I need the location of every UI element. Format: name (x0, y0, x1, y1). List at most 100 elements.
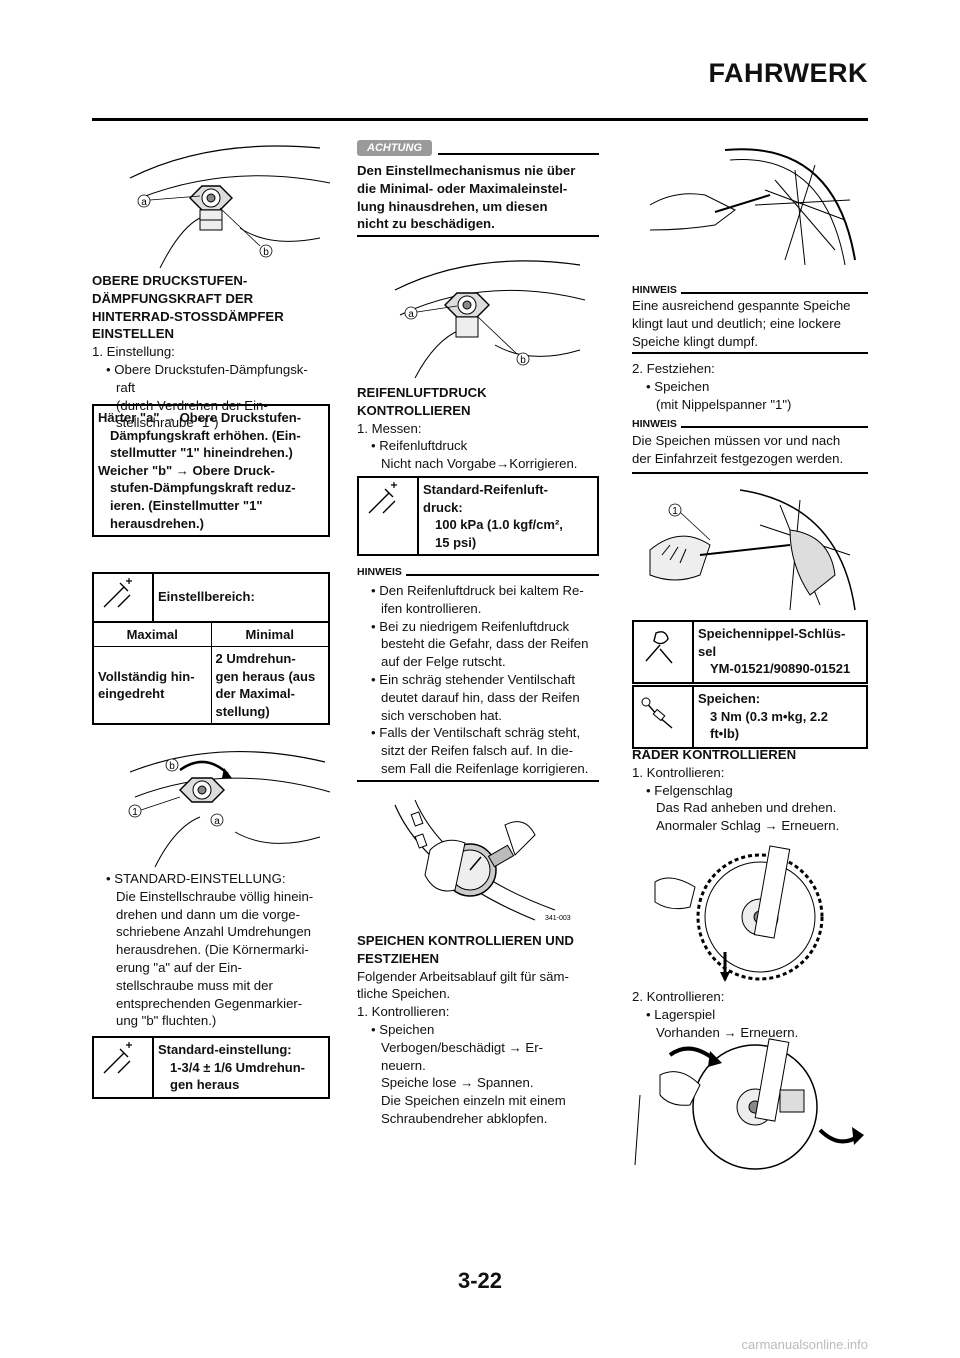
bullet-item: Ein schräg stehender Ventilschaftdeutet … (357, 671, 599, 724)
achtung-badge: ACHTUNG (357, 140, 432, 156)
box-line: herausdrehen.) (110, 515, 204, 531)
spec-icon-cell (359, 478, 419, 554)
spoke-tap-figure (649, 148, 856, 266)
box-line: Weicher "b" → Obere Druck- (98, 462, 275, 478)
bullet-subtext: Vorhanden → Erneuern. (656, 1024, 799, 1040)
header-rule (92, 118, 868, 121)
hinweis-rule (357, 780, 599, 782)
bullet-subtext: Nicht nach Vorgabe→Korrigieren. (381, 456, 578, 472)
rim-runout-figure (654, 845, 824, 982)
spec-icon-cell (94, 1038, 154, 1097)
adjust-range-box: Einstellbereich: Maximal Minimal Vollstä… (92, 572, 330, 725)
hinweis-label: HINWEIS (632, 284, 677, 296)
hinweis-header-2: HINWEIS (632, 418, 868, 430)
step-1: 1. Messen: (357, 420, 422, 436)
box-line: Dämpfungskraft erhöhen. (Ein- (110, 427, 301, 443)
standard-setting-box: Standard-einstellung: 1-3/4 ± 1/6 Umdreh… (92, 1036, 330, 1099)
bullet-item: Reifenluftdruck (357, 437, 599, 455)
spoke-wrench-figure: 1 (649, 489, 856, 611)
label-1: 1 (672, 506, 678, 517)
spec-content: Speichennippel-Schlüs-sel YM-01521/90890… (698, 626, 851, 676)
wrench-icon (103, 1042, 132, 1074)
bullet-item: Speichen (357, 1021, 599, 1039)
col1-standard-setting: STANDARD-EINSTELLUNG: Die Einstellschrau… (92, 870, 330, 1030)
label-b: b (263, 247, 269, 258)
shock-adjuster-figure-3: a b (394, 260, 586, 379)
hinweis-text-2: Die Speichen müssen vor und nach der Ein… (632, 433, 844, 466)
torque-wrench-icon (641, 697, 673, 729)
bullet-item: Felgenschlag (632, 782, 868, 800)
bearing-section: 2. Kontrollieren: Lagerspiel Vorhanden →… (632, 988, 868, 1041)
page-number: 3-22 (457, 1268, 503, 1293)
wrench-icon (103, 578, 132, 608)
label-a: a (141, 197, 147, 208)
spec-content: Standard-Reifenluft-druck: 100 kPa (1.0 … (423, 482, 563, 550)
step-2: 2. Kontrollieren: (632, 989, 725, 1004)
bullet-subtext: Verbogen/beschädigt → Er- neuern. Speich… (381, 1039, 566, 1126)
bullet-subtext: Die Einstellschraube völlig hinein- dreh… (116, 888, 314, 1029)
box-line: Härter "a" → Obere Druckstufen- (98, 410, 302, 425)
wrench-icon (368, 482, 397, 514)
bullet-item: Bei zu niedrigem Reifenluftdruckbesteht … (357, 618, 599, 671)
label-b: b (520, 355, 526, 366)
bullet-subtext: (mit Nippelspanner "1") (656, 396, 792, 412)
bullet-item: Den Reifenluftdruck bei kaltem Re-ifen k… (357, 582, 599, 618)
col-header-min: Minimal (245, 626, 294, 642)
box-line: stufen-Dämpfungskraft reduz- (110, 480, 296, 496)
step-1: 1. Einstellung: (92, 344, 175, 360)
bullet-item: Obere Druckstufen-Dämpfungsk- raft (92, 361, 330, 397)
spec-content: Standard-einstellung: 1-3/4 ± 1/6 Umdreh… (158, 1042, 306, 1092)
adjust-direction-box: Härter "a" → Obere Druckstufen- Dämpfung… (92, 404, 330, 538)
step-2: 2. Festziehen: (632, 361, 715, 376)
hinweis-label: HINWEIS (357, 566, 402, 578)
step-1: 1. Kontrollieren: (632, 764, 725, 780)
col-header-max: Maximal (94, 622, 212, 647)
shock-adjuster-figure-1: a b (129, 145, 331, 269)
bullet-item: Falls der Ventilschaft schräg steht,sitz… (357, 724, 599, 777)
box-line: stellmutter "1" hineindrehen.) (110, 445, 293, 461)
intro-text: Folgender Arbeitsablauf gilt für säm-tli… (357, 968, 569, 1002)
tire-gauge-figure: 341-003 (394, 799, 571, 922)
figure-code: 341-003 (545, 915, 571, 922)
hinweis-header: HINWEIS (357, 566, 599, 578)
spec-icon-cell (634, 687, 694, 747)
label-b: b (169, 761, 175, 772)
tire-pressure-box: Standard-Reifenluft-druck: 100 kPa (1.0 … (357, 476, 599, 556)
spec-label: Einstellbereich: (158, 589, 255, 604)
shock-adjuster-figure-2: 1 b a (128, 751, 331, 868)
tighten-step: 2. Festziehen: Speichen (mit Nippelspann… (632, 360, 868, 413)
bullet-item: Speichen (632, 378, 868, 396)
hinweis-rule-1 (632, 352, 868, 354)
wheels-section: RÄDER KONTROLLIEREN 1. Kontrollieren: Fe… (632, 746, 868, 835)
spoke-wrench-icon (645, 631, 673, 664)
label-1: 1 (132, 807, 138, 818)
col1-section-top: OBERE DRUCKSTUFEN- DÄMPFUNGSKRAFT DER HI… (92, 272, 330, 432)
watermark: carmanualsonline.info (741, 1337, 868, 1352)
step-1: 1. Kontrollieren: (357, 1004, 450, 1020)
section-heading: OBERE DRUCKSTUFEN- DÄMPFUNGSKRAFT DER HI… (92, 273, 284, 342)
achtung-rule (357, 235, 599, 237)
spec-icon-cell (94, 574, 154, 622)
spoke-wrench-box: Speichennippel-Schlüs-sel YM-01521/90890… (632, 620, 868, 684)
box-line: ieren. (Einstellmutter "1" (110, 497, 263, 513)
achtung-header: ACHTUNG (357, 140, 599, 156)
bullet-subtext: Das Rad anheben und drehen.Anormaler Sch… (656, 800, 840, 834)
bullet-item: Lagerspiel (632, 1006, 868, 1024)
min-value: 2 Umdrehun-gen heraus (aus der Maximal-s… (215, 651, 316, 719)
hinweis-label: HINWEIS (632, 418, 677, 430)
section-heading: RÄDER KONTROLLIEREN (632, 747, 797, 762)
hinweis-header-1: HINWEIS (632, 284, 868, 296)
bullet-item: STANDARD-EINSTELLUNG: (92, 870, 330, 888)
label-a: a (214, 816, 220, 827)
hinweis-rule-2 (632, 472, 868, 474)
label-a-circle (137, 194, 151, 208)
bearing-play-figure (634, 1038, 864, 1170)
spec-icon-cell (634, 622, 694, 682)
page-title: FAHRWERK (708, 58, 868, 88)
